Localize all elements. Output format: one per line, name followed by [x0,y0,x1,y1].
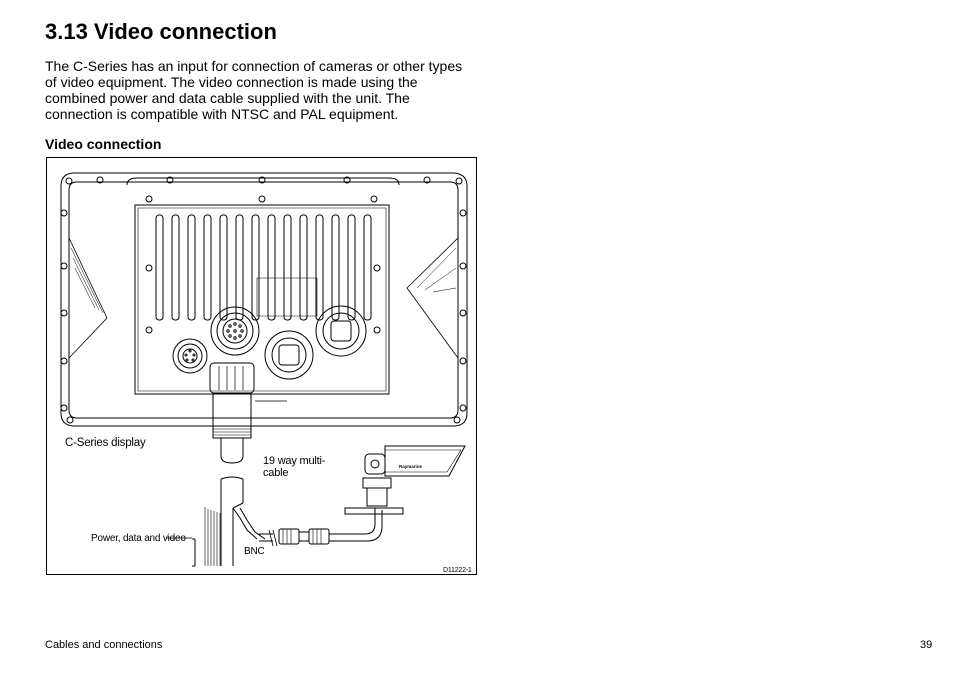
figure-heading: Video connection [45,136,162,152]
footer-section: Cables and connections [45,639,163,651]
display-callout: C-Series display [65,437,146,449]
multi-cable-socket [210,306,260,356]
network-socket-upper [315,305,367,357]
camera-logo: Raymarine [399,464,423,469]
bezel-screws [60,176,467,424]
cable-callout: 19 way multi-cable [263,455,326,479]
cable-tail [192,476,266,567]
bnc-cable [259,508,383,547]
page-number: 39 [920,639,933,651]
page-title: 3.13 Video connection [45,19,277,44]
intro-paragraph: The C-Series has an input for connection… [45,58,463,122]
rear-panel [134,204,390,395]
bnc-callout: BNC [244,546,265,557]
network-socket-lower [264,330,314,380]
heat-sink-fins [155,214,372,321]
video-connection-figure: Raymarine C-Series display 19 way multi-… [46,157,477,575]
figure-reference: D11222-1 [443,567,472,574]
camera [344,445,466,515]
connection-diagram: Raymarine [60,172,468,567]
display-bezel [60,172,468,427]
seatalk-socket [172,338,208,374]
power-callout: Power, data and video [91,533,186,544]
multi-cable-plug [209,362,287,464]
